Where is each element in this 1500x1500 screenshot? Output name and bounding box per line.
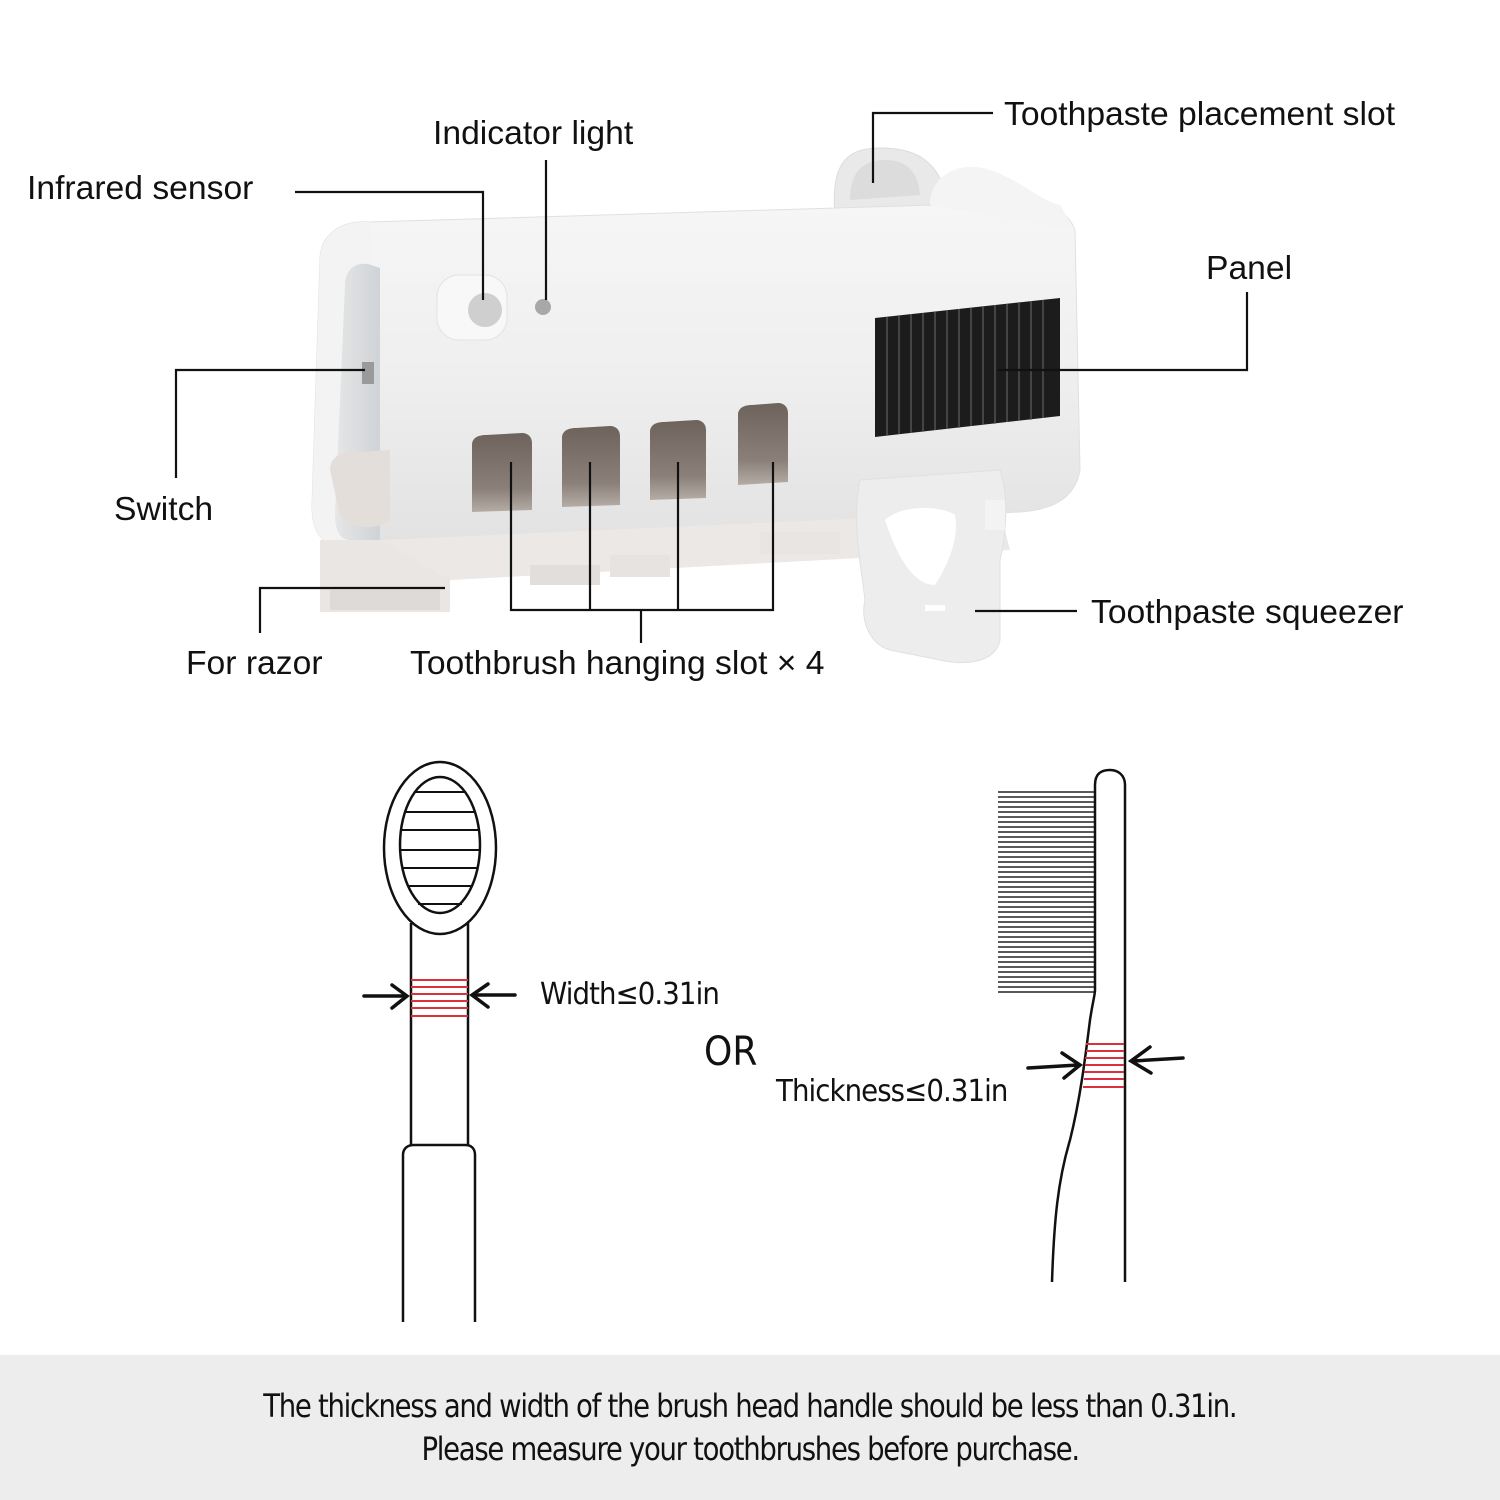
- footer-line-2: Please measure your toothbrushes before …: [421, 1429, 1080, 1468]
- callout-toothpaste-placement-slot: Toothpaste placement slot: [1004, 95, 1396, 132]
- toothbrush-slots: [472, 403, 788, 512]
- or-separator: OR: [704, 1029, 758, 1075]
- toothpaste-placement-cup: [833, 147, 946, 216]
- brush-head-outline: [382, 760, 498, 936]
- bristle-lines: [400, 791, 480, 905]
- thickness-arrows: [1026, 1045, 1185, 1080]
- thickness-measure-band: [1083, 1043, 1124, 1088]
- front-view-toothbrush: [382, 760, 498, 1322]
- callout-for-razor: For razor: [186, 644, 323, 681]
- callout-leaders: [174, 111, 1249, 643]
- callout-panel: Panel: [1206, 249, 1293, 286]
- infrared-sensor-housing: [436, 274, 508, 341]
- callout-toothbrush-hanging-slot: Toothbrush hanging slot × 4: [410, 644, 825, 681]
- leader-infrared-sensor: [295, 190, 485, 300]
- width-arrows: [362, 982, 517, 1010]
- product-illustration: [174, 111, 1249, 664]
- footer-note: The thickness and width of the brush hea…: [0, 1355, 1500, 1500]
- solar-panel: [875, 298, 1060, 437]
- toothpaste-squeezer: [856, 469, 1007, 664]
- leader-panel: [998, 292, 1249, 372]
- handle-outline: [401, 1143, 477, 1322]
- bristle-area-outline: [398, 775, 482, 915]
- arrow-left-icon: [1131, 1056, 1185, 1063]
- infrared-sensor-icon: [468, 293, 502, 327]
- width-measure-band: [411, 979, 468, 1017]
- leader-switch: [174, 368, 365, 478]
- width-requirement-label: Width≤0.31in: [540, 977, 720, 1012]
- leader-toothpaste-slot: [871, 111, 993, 183]
- callout-indicator-light: Indicator light: [433, 114, 634, 151]
- bottom-tray: [380, 512, 1010, 585]
- footer-line-1: The thickness and width of the brush hea…: [263, 1387, 1237, 1426]
- arrow-right-icon: [1026, 1063, 1080, 1070]
- switch-knob: [362, 362, 374, 384]
- razor-holder: [320, 450, 450, 612]
- side-bristles: [998, 791, 1095, 993]
- side-view-toothbrush: [998, 768, 1127, 1283]
- leader-for-razor: [258, 586, 445, 633]
- callout-toothpaste-squeezer: Toothpaste squeezer: [1091, 593, 1404, 630]
- indicator-light-icon: [535, 299, 551, 315]
- callout-infrared-sensor: Infrared sensor: [27, 169, 254, 206]
- side-handle-outline: [1050, 768, 1127, 1283]
- callout-switch: Switch: [114, 490, 214, 527]
- thickness-requirement-label: Thickness≤0.31in: [776, 1074, 1008, 1109]
